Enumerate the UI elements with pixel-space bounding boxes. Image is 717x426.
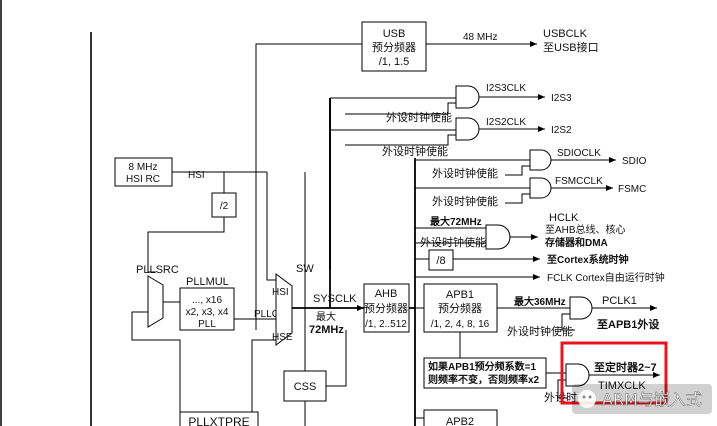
hsi-freq-label: 8 MHz [129,162,158,173]
pllmul-box [179,287,235,331]
usb-dest-label: 至USB接口 [543,41,599,54]
fsmc-enable-label: 外设时钟使能 [432,194,498,208]
timer-condition-1: 如果APB1预分频系数=1 [428,360,537,373]
apb2-prescaler-box [423,409,498,426]
fclk-label: FCLK Cortex自由运行时钟 [547,271,665,284]
sdio-enable-line [505,165,530,176]
wechat-icon-eye-right [588,395,592,399]
timer-dest-label: 至定时器2~7 [594,360,657,374]
i2s2-and-gate [455,117,480,141]
wechat-icon [578,390,596,408]
sdioclk-label: SDIOCLK [557,148,601,159]
usb-freq-label: 48 MHz [463,32,497,43]
watermark: ARM与嵌入式 [572,384,712,414]
usb-label: USB [383,28,406,40]
apb1-prescaler-box [423,283,498,333]
pllmul-factors-2: x2, x3, x4 [186,307,229,318]
pll-label: PLL [198,319,216,330]
wechat-icon-eye-left [582,395,586,399]
usb-prescaler-box [361,21,427,72]
apb1-ratio-label: /1, 2, 4, 8, 16 [431,319,490,330]
sw-hse-label: HSE [272,332,293,343]
sdio-and-gate [529,149,552,171]
hclk-and-gate [485,224,511,250]
i2s2-enable-line [345,134,456,146]
pclk1-label: PCLK1 [602,295,637,307]
ahb-prescaler-box [363,283,410,333]
ahb-ratio-label: /1, 2..512 [365,319,407,330]
div8-label: /8 [436,255,445,267]
apb1-max-label: 最大36MHz [514,295,566,308]
hsi-rc-label: HSI RC [126,174,160,185]
hclk-max-label: 最大72MHz [430,215,482,228]
hclk-dest-2: 存储器和DMA [545,236,608,249]
apb1-prescaler-label: 预分频器 [438,301,482,315]
timer-multiplier-box [423,357,547,389]
usb-ratio-label: /1, 1.5 [379,56,410,68]
pll-to-usb-line [255,43,362,330]
hse-to-sw-line [251,339,276,426]
cortex-systick-label: 至Cortex系统时钟 [547,253,629,266]
apb2-label: APB2 [446,416,474,426]
pllclk-label: PLLCLK [254,309,292,320]
usbclk-label: USBCLK [543,28,588,40]
timer-condition-2: 则频率不变，否则频率x2 [428,373,540,386]
pclk1-enable-line [561,313,575,331]
hclk-dest-1: 至AHB总线、核心 [545,223,626,236]
usb-prescaler-label: 预分频器 [372,40,416,54]
sysclk-max-value: 72MHz [309,324,344,336]
div8-box [428,249,454,271]
css-output-line [326,330,347,387]
div2-to-pllsrc-line [147,217,225,273]
i2s3-enable-line [345,102,456,115]
i2s3-and-gate [455,85,480,109]
pclk1-and-gate [569,296,593,320]
i2s3-enable-label: 外设时钟使能 [386,110,452,124]
sdio-label: SDIO [622,156,647,167]
sysclk-label: SYSCLK [313,293,357,305]
sw-hsi-label: HSI [272,287,289,298]
watermark-backdrop [572,384,712,414]
css-label: CSS [294,381,317,393]
apb1-label: APB1 [446,289,474,301]
i2s3-label: I2S3 [551,93,572,104]
pllxtpre-to-pllsrc-line [131,311,181,426]
i2s2-label: I2S2 [551,125,572,136]
sdio-enable-label: 外设时钟使能 [432,166,498,180]
fsmc-enable-line [505,193,530,204]
ahb-prescaler-label: 预分频器 [364,301,408,315]
i2s2-enable-label: 外设时钟使能 [382,144,448,158]
pllxtpre-box [179,411,259,426]
div2-label: /2 [220,201,229,212]
pclk1-enable-label: 外设时钟使能 [507,324,573,338]
timer-highlight-box [560,341,668,405]
css-box [283,370,327,402]
sysclk-max-label: 最大 [316,310,336,323]
pllxtpre-label: PLLXTPRE [188,415,249,426]
fsmc-and-gate [529,177,552,199]
i2s2clk-label: I2S2CLK [486,117,526,128]
ahb-label: AHB [375,288,398,300]
pclk1-dest-label: 至APB1外设 [597,317,660,331]
hclk-enable-label: 外设时钟使能 [420,235,486,249]
pllsrc-mux [147,275,164,328]
hsi-line-label: HSI [188,170,205,181]
hclk-title: HCLK [549,212,579,224]
pllmul-label: PLLMUL [186,276,229,288]
timx-and-gate [565,363,590,387]
pllsrc-label: PLLSRC [136,264,179,276]
sw-mux [275,273,293,346]
pllmul-factors-1: ..., x16 [192,295,222,306]
watermark-text: ARM与嵌入式 [602,390,702,409]
hsi-rc-box [114,157,173,187]
fsmcclk-label: FSMCCLK [555,176,603,187]
fsmc-label: FSMC [618,184,646,195]
timxclk-label: TIMXCLK [598,380,646,392]
hsi-to-sw-line [266,172,276,281]
i2s3clk-label: I2S3CLK [486,83,526,94]
